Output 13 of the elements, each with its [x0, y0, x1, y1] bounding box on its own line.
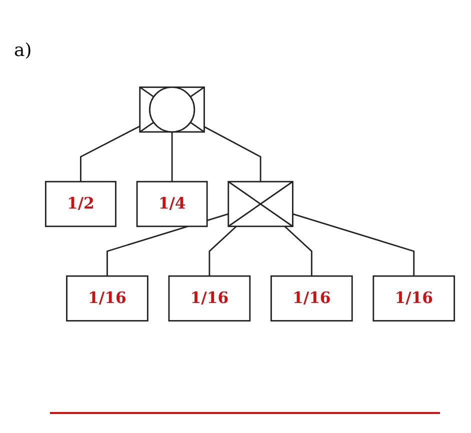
connector [204, 126, 262, 182]
part-label: a) [14, 40, 32, 61]
node-box: 1/2 [44, 180, 116, 228]
connector [284, 226, 312, 276]
connector [80, 126, 140, 182]
node-box: 1/4 [136, 180, 208, 228]
connector [208, 226, 237, 276]
node-box: 1/16 [372, 275, 456, 322]
node-box: 1/16 [66, 275, 148, 322]
connector [171, 132, 173, 182]
node-box: 1/16 [270, 275, 353, 322]
node-box: 1/16 [168, 275, 251, 322]
connector [292, 213, 415, 276]
